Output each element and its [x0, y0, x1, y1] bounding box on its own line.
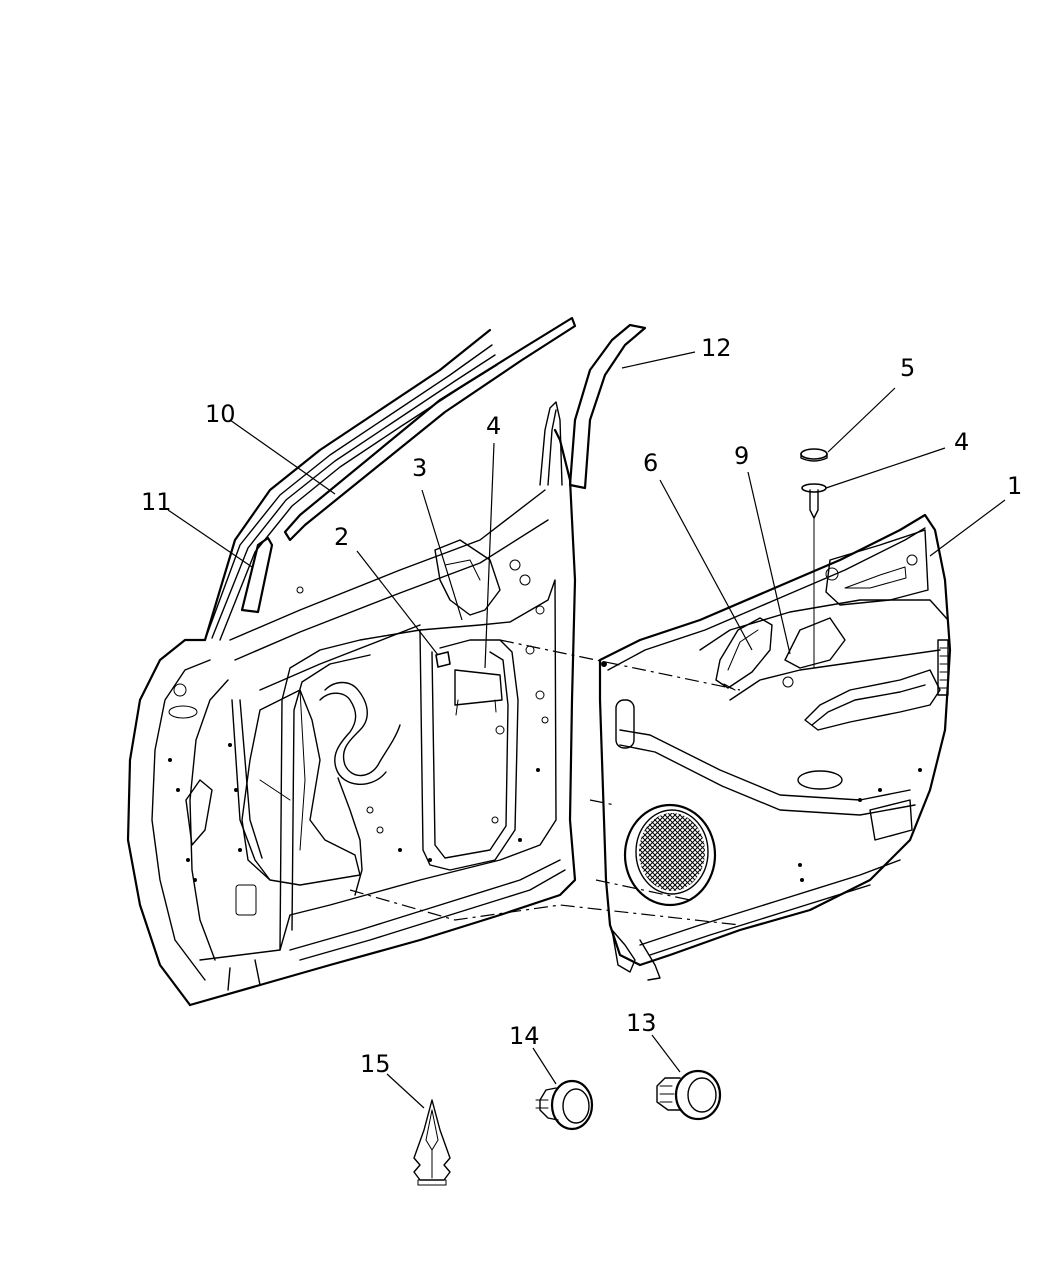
glass-run-channel-part: [568, 323, 647, 490]
assembly-centerlines: [349, 639, 741, 926]
leader-lines: [167, 351, 1006, 1109]
callout-10: 10: [205, 400, 236, 428]
callout-15: 15: [360, 1050, 391, 1078]
clip-part-15: [413, 1099, 451, 1186]
door-trim-panel: [598, 513, 952, 981]
callout-13: 13: [626, 1009, 657, 1037]
clip-part-14: [535, 1079, 594, 1131]
clip-part-13: [656, 1069, 722, 1121]
callout-4-right: 4: [954, 428, 969, 456]
callout-11: 11: [141, 488, 172, 516]
callout-labels: 1 2 3 4 4 5 6 9 10 11 12 13 14 15: [141, 334, 1022, 1078]
speaker-grille-mesh: [639, 813, 705, 891]
callout-2: 2: [334, 523, 349, 551]
screw-and-cap-parts: [800, 448, 828, 669]
callout-6: 6: [643, 449, 658, 477]
callout-14: 14: [509, 1022, 540, 1050]
door-shell: [126, 316, 577, 1007]
callout-1: 1: [1007, 472, 1022, 500]
callout-4-left: 4: [486, 412, 501, 440]
callout-9: 9: [734, 442, 749, 470]
callout-12: 12: [701, 334, 732, 362]
callout-3: 3: [412, 454, 427, 482]
callout-5: 5: [900, 354, 915, 382]
